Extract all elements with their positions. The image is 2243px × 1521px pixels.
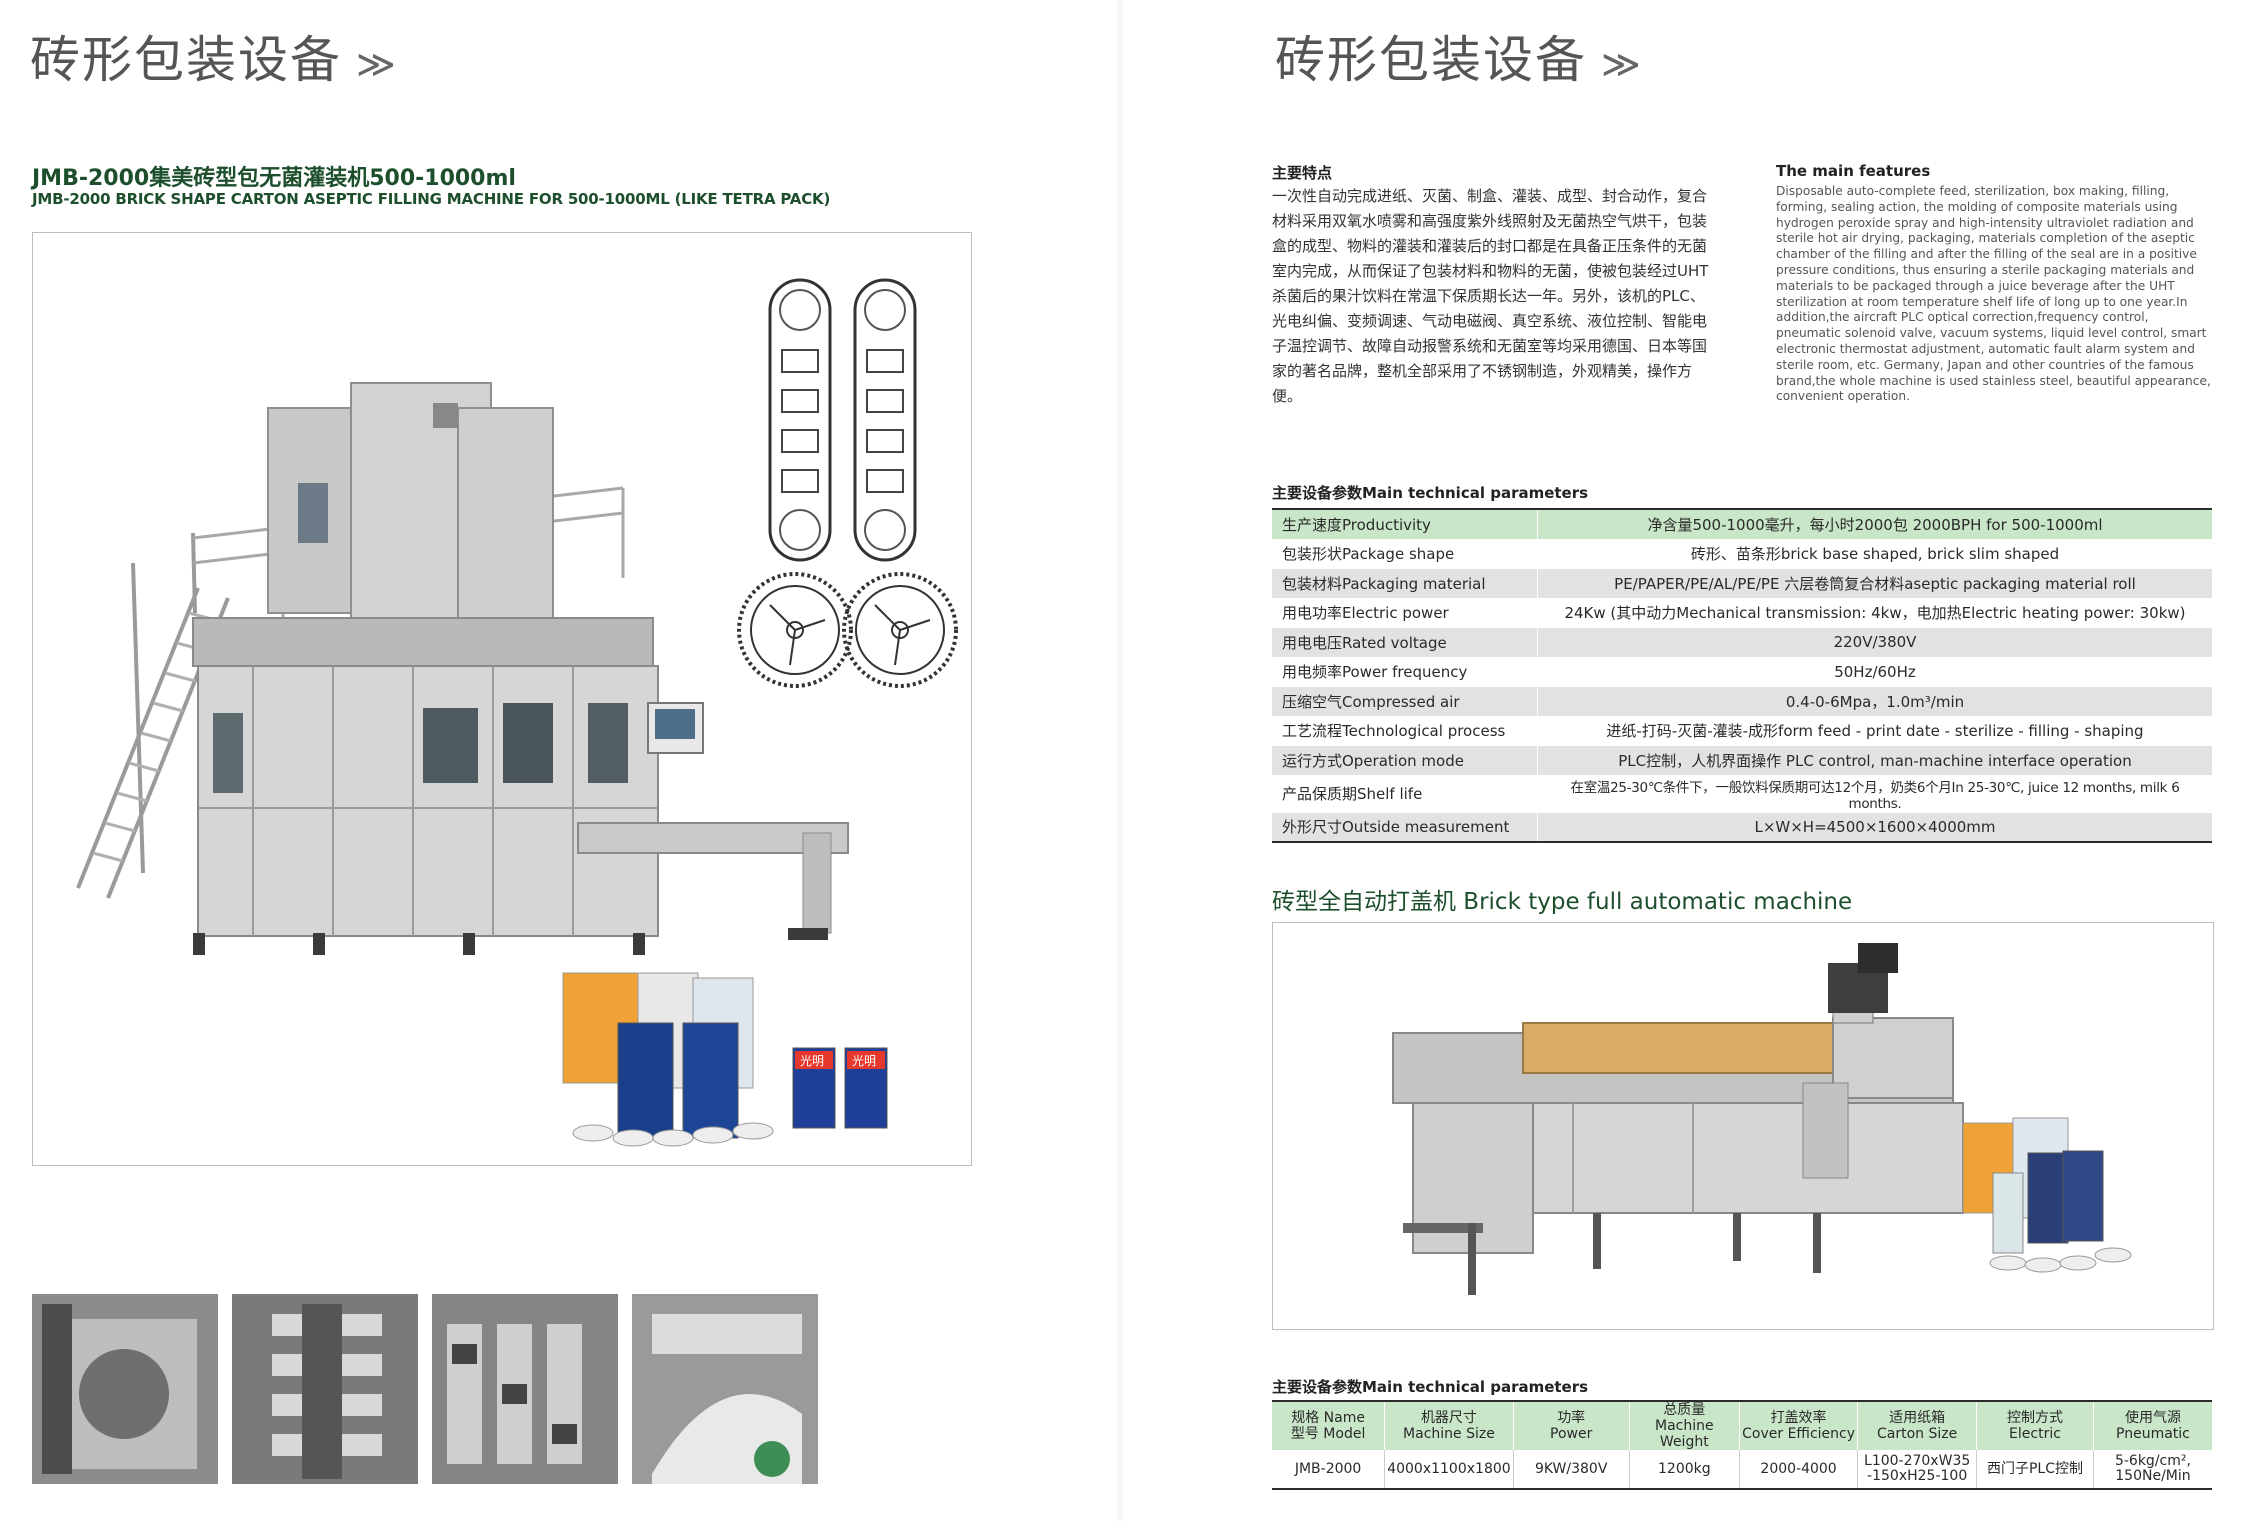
page-gutter	[1118, 0, 1122, 1521]
capper-illustration	[1392, 943, 2132, 1295]
capper-title: 砖型全自动打盖机 Brick type full automatic machi…	[1272, 889, 1853, 915]
carton-products	[1962, 1117, 2132, 1273]
features-cn-text: 一次性自动完成进纸、灭菌、制盒、灌装、成型、封合动作，复合材料采用双氧水喷雾和高…	[1272, 187, 1709, 405]
table-row: JMB-2000 4000x1100x1800 9KW/380V 1200kg …	[1272, 1450, 2212, 1489]
model-title-en: JMB-2000 BRICK SHAPE CARTON ASEPTIC FILL…	[32, 190, 831, 208]
features-en-text: Disposable auto-complete feed, steriliza…	[1776, 184, 2211, 404]
carton-products: 光明 光明	[562, 972, 888, 1147]
capper-photo-frame	[1272, 922, 2214, 1330]
model-title-cn: JMB-2000集美砖型包无菌灌装机500-1000ml	[32, 166, 516, 191]
carton-label: 光明	[852, 1054, 876, 1068]
double-chevron-icon: ≫	[356, 42, 398, 86]
chain-drive-schematic	[737, 278, 958, 688]
filling-machine-illustration: 光明 光明	[76, 382, 888, 1147]
double-chevron-icon: ≫	[1601, 42, 1643, 86]
features-cn-title: 主要特点	[1272, 164, 1333, 182]
features-en-title: The main features	[1776, 162, 1931, 180]
carton-label: 光明	[800, 1054, 824, 1068]
detail-photo-4	[632, 1294, 818, 1484]
left-section-title: 砖形包装设备≫	[30, 31, 398, 89]
detail-photo-1	[32, 1294, 218, 1484]
detail-photo-3	[432, 1294, 618, 1484]
params-title: 主要设备参数Main technical parameters	[1272, 484, 1589, 502]
params2-title: 主要设备参数Main technical parameters	[1272, 1378, 1589, 1396]
filling-machine-photo-frame: 光明 光明	[32, 232, 972, 1166]
detail-photo-2	[232, 1294, 418, 1484]
right-section-title: 砖形包装设备≫	[1275, 31, 1643, 89]
